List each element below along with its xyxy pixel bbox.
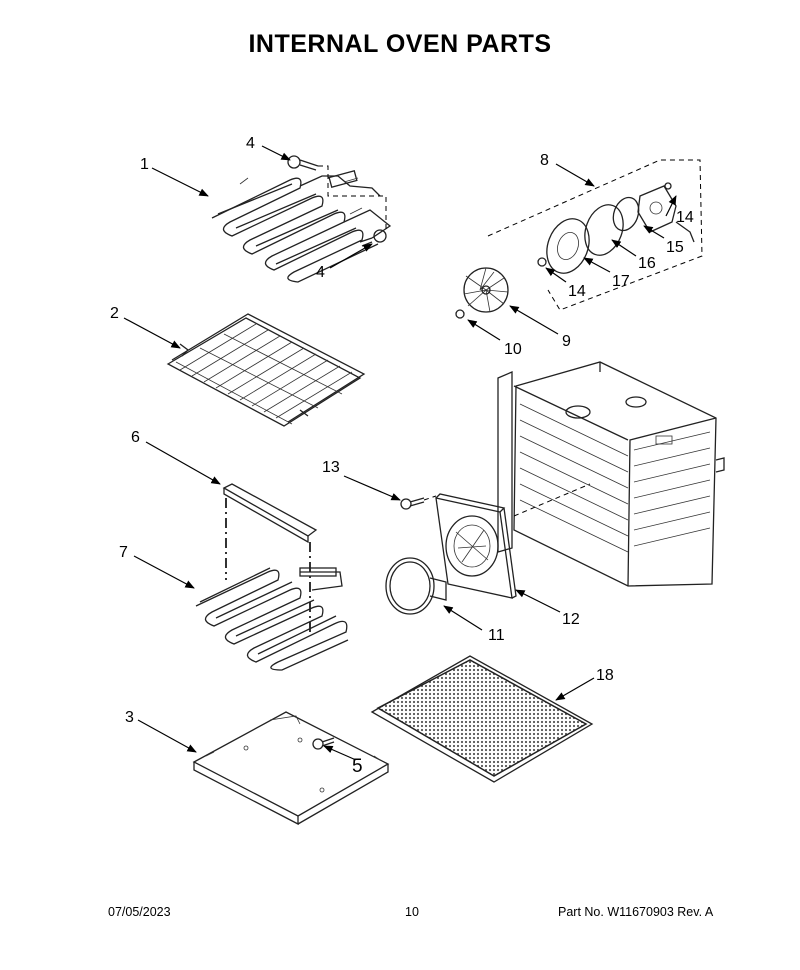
page-title: INTERNAL OVEN PARTS bbox=[248, 30, 552, 58]
leader-lines bbox=[123, 145, 677, 761]
callout-14-top: 14 bbox=[676, 209, 694, 226]
cover-screw bbox=[400, 497, 425, 510]
fan-screw-b bbox=[664, 182, 672, 190]
callout-13: 13 bbox=[322, 459, 340, 476]
callout-12: 12 bbox=[562, 611, 580, 628]
fan-gasket bbox=[584, 204, 624, 256]
convection-element bbox=[385, 557, 447, 615]
callout-5: 5 bbox=[352, 756, 363, 777]
screw-dashed-path bbox=[318, 165, 387, 232]
fan-screw-a bbox=[537, 257, 547, 267]
oven-rack bbox=[166, 313, 366, 427]
cover-screw-dash bbox=[423, 495, 437, 501]
callout-1: 1 bbox=[140, 156, 149, 173]
air-fry-basket bbox=[370, 655, 594, 783]
fan-nut bbox=[455, 309, 465, 319]
callout-17: 17 bbox=[612, 273, 630, 290]
callout-6: 6 bbox=[131, 429, 140, 446]
bottom-panel bbox=[192, 711, 390, 826]
footer-date: 07/05/2023 bbox=[108, 905, 171, 919]
callout-7: 7 bbox=[119, 544, 128, 561]
fan-motor bbox=[637, 185, 695, 243]
panel-screw bbox=[312, 737, 335, 750]
callout-18: 18 bbox=[596, 667, 614, 684]
screw-top bbox=[287, 155, 319, 171]
callout-2: 2 bbox=[110, 305, 119, 322]
callout-16: 16 bbox=[638, 255, 656, 272]
footer-page-number: 10 bbox=[405, 905, 419, 919]
callout-11: 11 bbox=[488, 627, 505, 644]
fan-assembly-group bbox=[487, 159, 703, 311]
bake-element bbox=[195, 567, 349, 671]
callout-8: 8 bbox=[540, 152, 549, 169]
trim-strip bbox=[222, 483, 318, 544]
callout-4-top: 4 bbox=[246, 135, 255, 152]
fan-back-plate bbox=[546, 218, 590, 274]
convection-cover bbox=[435, 493, 517, 599]
footer-part-number: Part No. W11670903 Rev. A bbox=[558, 905, 714, 919]
oven-cavity bbox=[497, 361, 725, 587]
callout-9: 9 bbox=[562, 333, 571, 350]
callout-10: 10 bbox=[504, 341, 522, 358]
fan-blade bbox=[463, 267, 509, 313]
callout-14-bottom: 14 bbox=[568, 283, 586, 300]
callout-4-bottom: 4 bbox=[316, 264, 325, 281]
callout-3: 3 bbox=[125, 709, 134, 726]
callout-15: 15 bbox=[666, 239, 684, 256]
broil-element bbox=[211, 170, 392, 283]
cavity-dash bbox=[513, 483, 591, 517]
fan-disk bbox=[612, 196, 640, 232]
